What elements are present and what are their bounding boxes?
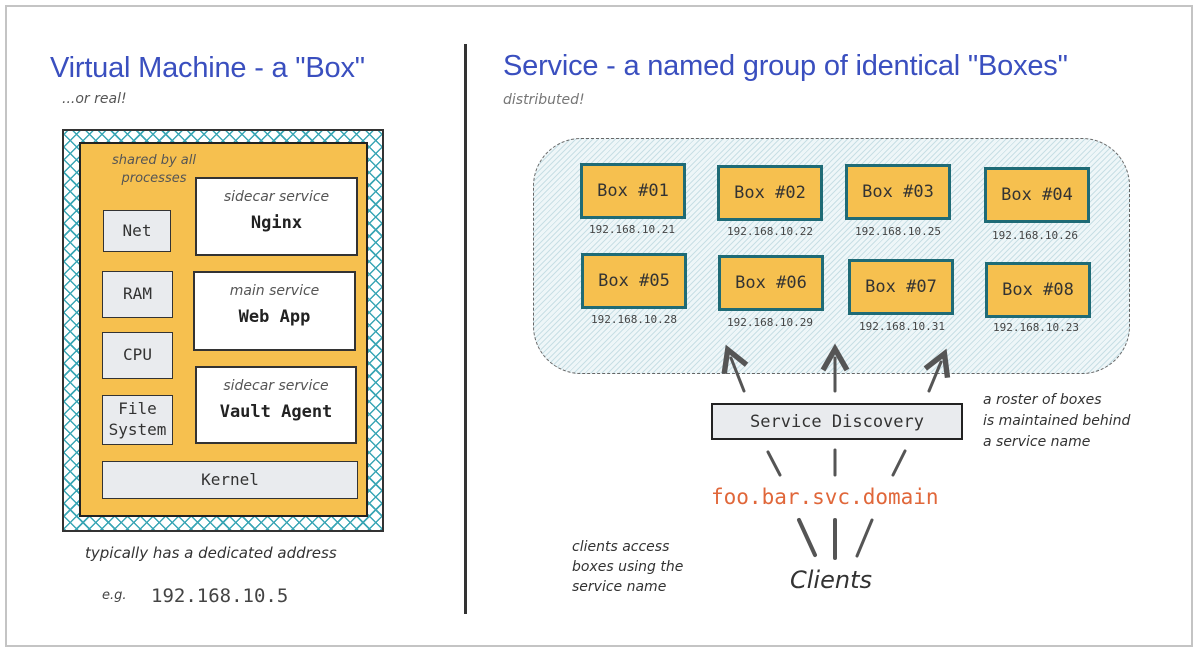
box-06-ip: 192.168.10.29 xyxy=(726,316,814,329)
service-type: sidecar service xyxy=(223,378,329,394)
panel-divider xyxy=(464,44,467,614)
clients-note-line: clients access xyxy=(572,539,670,555)
resource-file-system: File System xyxy=(102,395,173,445)
service-name: Vault Agent xyxy=(219,402,333,422)
box-08-ip: 192.168.10.23 xyxy=(992,321,1080,334)
service-type: sidecar service xyxy=(223,189,330,205)
vm-subtitle: ...or real! xyxy=(62,91,127,107)
roster-note-line: a service name xyxy=(983,434,1091,450)
arrow-left xyxy=(721,344,749,393)
box-02-ip: 192.168.10.22 xyxy=(726,225,814,238)
clients-label: Clients xyxy=(790,566,872,594)
resource-ram: RAM xyxy=(102,271,173,318)
roster-note: a roster of boxes is maintained behind a… xyxy=(983,390,1130,453)
resource-net: Net xyxy=(103,210,171,252)
service-name: foo.bar.svc.domain xyxy=(711,485,939,509)
roster-note-line: a roster of boxes xyxy=(983,392,1102,408)
resource-cpu: CPU xyxy=(102,332,173,379)
clients-note-line: boxes using the xyxy=(572,559,684,575)
box-03-ip: 192.168.10.25 xyxy=(854,225,942,238)
kernel: Kernel xyxy=(102,461,358,499)
vm-title: Virtual Machine - a "Box" xyxy=(50,52,365,84)
virtual-machine-box: shared by all processes Net RAM CPU File… xyxy=(62,129,384,532)
box-05-ip: 192.168.10.28 xyxy=(590,313,678,326)
service-name: Nginx xyxy=(250,213,303,233)
line-sd-left xyxy=(766,450,782,477)
service-web-app: main service Web App xyxy=(193,271,356,351)
line-sd-right xyxy=(891,449,907,477)
example-prefix: e.g. xyxy=(102,588,127,603)
address-note: typically has a dedicated address xyxy=(85,544,337,562)
service-discovery: Service Discovery xyxy=(711,403,963,440)
shared-note: shared by all processes xyxy=(112,153,196,186)
box-07-ip: 192.168.10.31 xyxy=(858,320,946,333)
clients-note-line: service name xyxy=(572,579,667,595)
service-subtitle: distributed! xyxy=(503,92,585,108)
service-nginx: sidecar service Nginx xyxy=(195,177,358,256)
box-07: Box #07 xyxy=(848,259,954,315)
service-title: Service - a named group of identical "Bo… xyxy=(503,50,1068,82)
box-01-ip: 192.168.10.21 xyxy=(588,223,676,236)
example-ip: 192.168.10.5 xyxy=(151,585,289,607)
clients-note: clients access boxes using the service n… xyxy=(572,537,683,597)
service-name: Web App xyxy=(238,307,311,327)
box-02: Box #02 xyxy=(717,165,823,221)
box-08: Box #08 xyxy=(985,262,1091,318)
box-01: Box #01 xyxy=(580,163,686,219)
service-vault-agent: sidecar service Vault Agent xyxy=(195,366,357,444)
box-04-ip: 192.168.10.26 xyxy=(991,229,1079,242)
box-06: Box #06 xyxy=(718,255,824,311)
service-type: main service xyxy=(229,283,320,299)
roster-note-line: is maintained behind xyxy=(983,413,1131,429)
box-04: Box #04 xyxy=(984,167,1090,223)
line-clients-right xyxy=(855,518,874,558)
vm-interior: shared by all processes Net RAM CPU File… xyxy=(79,142,368,517)
line-clients-left xyxy=(797,518,817,557)
box-03: Box #03 xyxy=(845,164,951,220)
arrow-right xyxy=(923,348,951,393)
box-05: Box #05 xyxy=(581,253,687,309)
